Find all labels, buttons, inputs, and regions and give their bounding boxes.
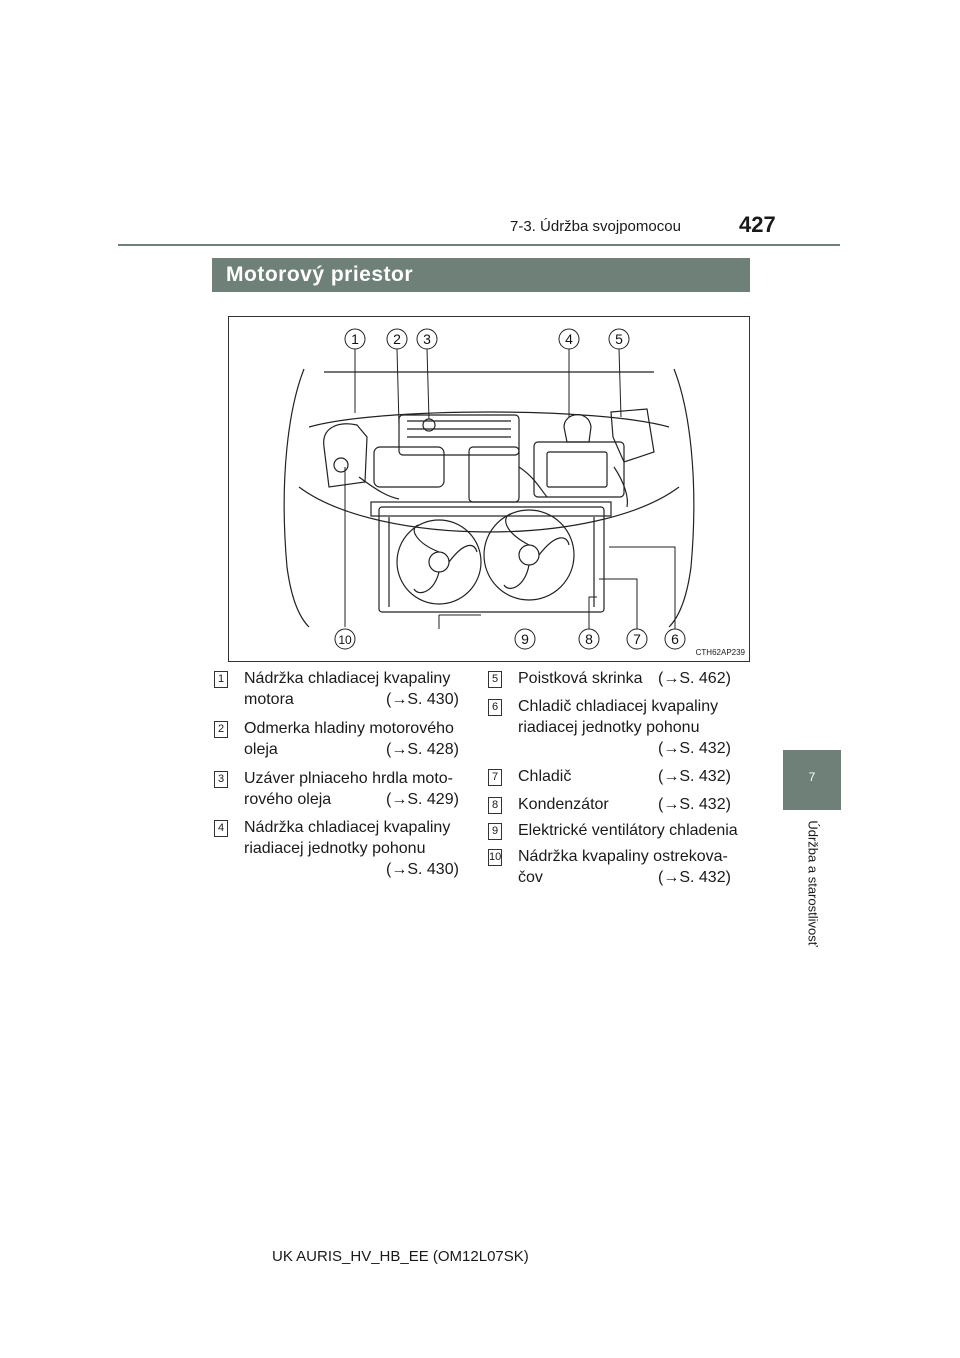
chapter-tab: 7 [783, 750, 841, 810]
legend-item-label-cont: riadiacej jednotky pohonu [244, 840, 426, 857]
page-reference: (→S. 429) [386, 791, 459, 808]
legend-item-label: Kondenzátor [518, 796, 609, 813]
legend-item-label: Nádržka chladiacej kvapaliny [244, 819, 451, 836]
legend-item-label: Uzáver plniaceho hrdla moto- [244, 770, 453, 787]
legend-item-number: 1 [214, 671, 228, 688]
page-reference: (→S. 432) [658, 740, 731, 757]
chapter-title: Údržba a starostlivosť [805, 820, 821, 947]
header-rule [118, 244, 840, 246]
callout-10: 10 [338, 633, 352, 647]
callout-9: 9 [521, 631, 529, 647]
footer-document-code: UK AURIS_HV_HB_EE (OM12L07SK) [272, 1248, 529, 1265]
legend-item-label-cont: oleja [244, 741, 278, 758]
legend-item-label: Odmerka hladiny motorového [244, 720, 454, 737]
legend-item-label: Chladič [518, 768, 572, 785]
legend-item-label-cont: čov [518, 869, 543, 886]
legend-item-label: Nádržka chladiacej kvapaliny [244, 670, 451, 687]
callout-3: 3 [423, 331, 431, 347]
figure-code: CTH62AP239 [695, 648, 745, 657]
legend-item-number: 3 [214, 771, 228, 788]
chapter-title-vertical: Údržba a starostlivosť [795, 790, 825, 990]
legend-item-number: 10 [488, 849, 502, 866]
legend-item-label-cont: rového oleja [244, 791, 332, 808]
legend-item-label: Poistková skrinka [518, 670, 643, 687]
legend-item-number: 8 [488, 797, 502, 814]
legend-item-number: 4 [214, 820, 228, 837]
callout-2: 2 [393, 331, 401, 347]
legend-item-number: 6 [488, 699, 502, 716]
chapter-number: 7 [808, 770, 816, 784]
legend-item-number: 5 [488, 671, 502, 688]
page-number: 427 [739, 212, 776, 237]
legend-item-label: Chladič chladiacej kvapaliny [518, 698, 719, 715]
callout-8: 8 [585, 631, 593, 647]
legend-item-label: Elektrické ventilátory chladenia [518, 822, 738, 839]
page-reference: (→S. 432) [658, 796, 731, 813]
section-title: Motorový priestor [226, 263, 414, 286]
legend-item-label-cont: motora [244, 691, 294, 708]
callout-6: 6 [671, 631, 679, 647]
engine-compartment-figure: 1 2 3 4 5 10 9 8 7 6 CTH62AP239 [228, 316, 750, 662]
callout-1: 1 [351, 331, 359, 347]
page-reference: (→S. 462) [658, 670, 731, 687]
callout-4: 4 [565, 331, 573, 347]
page-reference: (→S. 430) [386, 861, 459, 878]
legend-item-number: 9 [488, 823, 502, 840]
legend-item-label-cont: riadiacej jednotky pohonu [518, 719, 700, 736]
page-reference: (→S. 432) [658, 869, 731, 886]
page-reference: (→S. 432) [658, 768, 731, 785]
section-header: 7-3. Údržba svojpomocou [510, 218, 681, 235]
legend-item-number: 2 [214, 721, 228, 738]
engine-illustration: 1 2 3 4 5 10 9 8 7 6 [283, 328, 695, 650]
page-reference: (→S. 428) [386, 741, 459, 758]
callout-5: 5 [615, 331, 623, 347]
page-reference: (→S. 430) [386, 691, 459, 708]
legend-item-label: Nádržka kvapaliny ostrekova- [518, 848, 728, 865]
section-title-bar: Motorový priestor [212, 258, 750, 292]
legend-item-number: 7 [488, 769, 502, 786]
callout-7: 7 [633, 631, 641, 647]
